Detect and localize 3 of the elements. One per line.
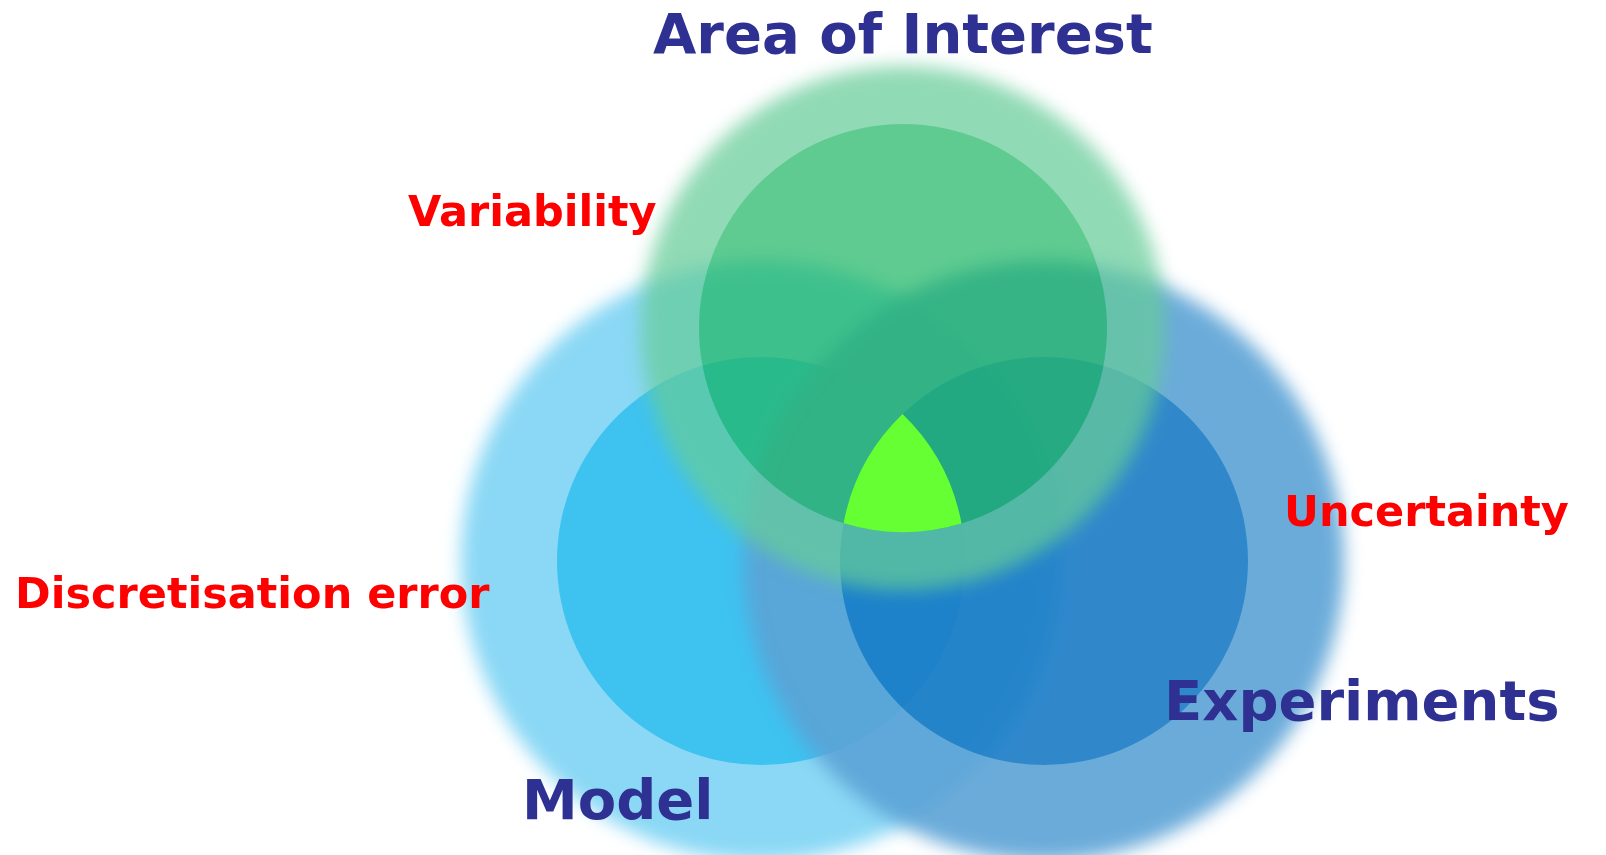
set-title: Area of Interest	[653, 6, 1153, 62]
annotation-label: Variability	[408, 190, 657, 233]
annotation-label: Discretisation error	[15, 572, 490, 615]
